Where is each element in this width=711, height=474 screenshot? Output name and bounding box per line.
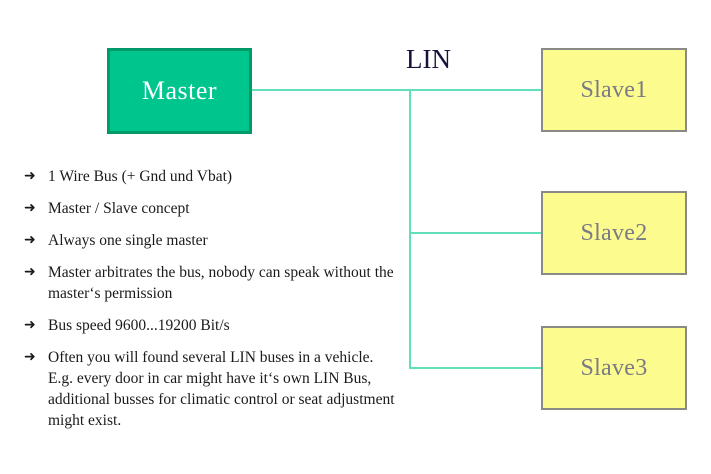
arrow-bullet-icon: ➜ [24, 349, 36, 365]
list-item: ➜ Master arbitrates the bus, nobody can … [24, 262, 396, 304]
arrow-bullet-icon: ➜ [24, 232, 36, 248]
list-item-text: Often you will found several LIN buses i… [48, 349, 395, 429]
feature-bullet-list: ➜ 1 Wire Bus (+ Gnd und Vbat) ➜ Master /… [24, 166, 396, 442]
list-item: ➜ 1 Wire Bus (+ Gnd und Vbat) [24, 166, 396, 187]
node-slave1-label: Slave1 [580, 76, 648, 103]
list-item: ➜ Always one single master [24, 230, 396, 251]
arrow-bullet-icon: ➜ [24, 168, 36, 184]
bus-line-vertical-trunk [409, 89, 411, 369]
node-slave2[interactable]: Slave2 [541, 191, 687, 275]
node-slave1[interactable]: Slave1 [541, 48, 687, 132]
node-master-label: Master [141, 76, 218, 105]
bus-line-junction-to-slave1 [409, 89, 542, 91]
list-item-text: Always one single master [48, 232, 208, 249]
arrow-bullet-icon: ➜ [24, 264, 36, 280]
list-item: ➜ Master / Slave concept [24, 198, 396, 219]
node-slave3[interactable]: Slave3 [541, 326, 687, 410]
list-item-text: Master arbitrates the bus, nobody can sp… [48, 264, 394, 302]
list-item-text: Master / Slave concept [48, 200, 190, 217]
node-master[interactable]: Master [107, 48, 252, 134]
bus-line-junction-to-slave2 [409, 232, 542, 234]
list-item: ➜ Bus speed 9600...19200 Bit/s [24, 315, 396, 336]
arrow-bullet-icon: ➜ [24, 317, 36, 333]
list-item-text: 1 Wire Bus (+ Gnd und Vbat) [48, 168, 233, 185]
lin-bus-label: LIN [406, 44, 451, 74]
arrow-bullet-icon: ➜ [24, 200, 36, 216]
list-item: ➜ Often you will found several LIN buses… [24, 347, 396, 431]
bus-line-master-to-junction [251, 89, 410, 91]
bus-line-junction-to-slave3 [409, 367, 542, 369]
node-slave3-label: Slave3 [580, 354, 648, 381]
list-item-text: Bus speed 9600...19200 Bit/s [48, 317, 230, 334]
node-slave2-label: Slave2 [580, 219, 648, 246]
